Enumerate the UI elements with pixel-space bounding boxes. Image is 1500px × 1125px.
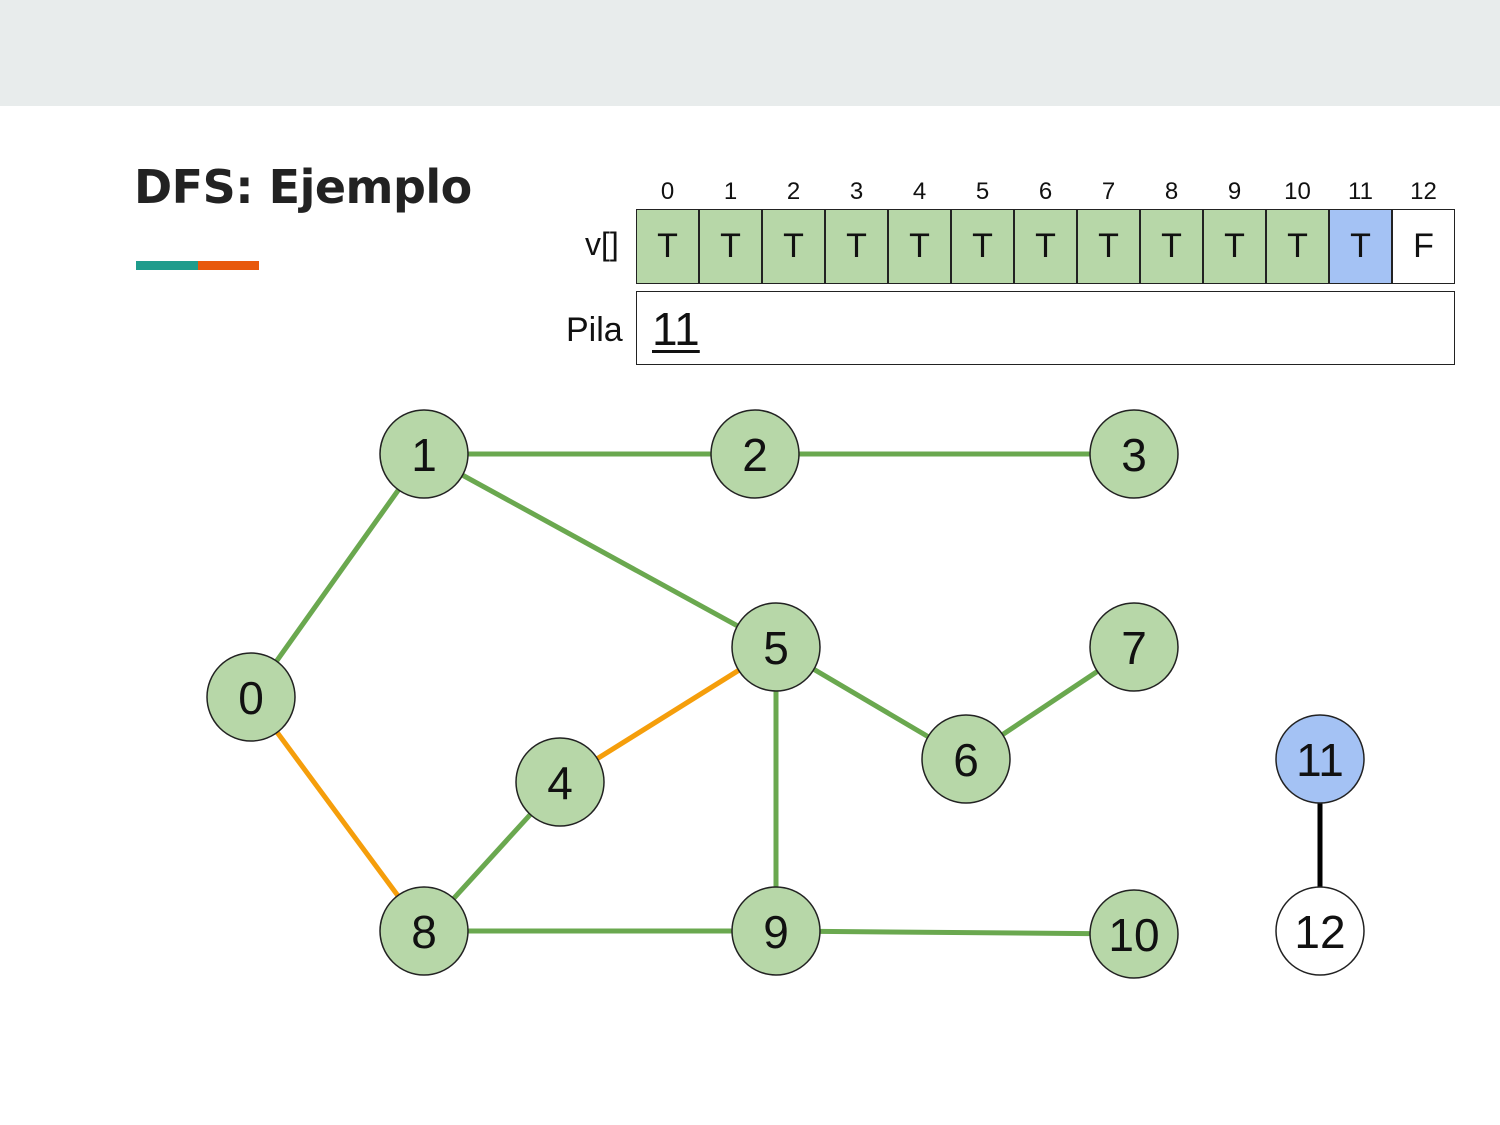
node-circle bbox=[1089, 409, 1179, 499]
visited-cell: T bbox=[1140, 209, 1203, 284]
visited-index: 2 bbox=[786, 178, 801, 205]
visited-cell: F bbox=[1392, 209, 1455, 284]
node-label: 3 bbox=[1121, 429, 1147, 481]
node-circle bbox=[206, 652, 296, 742]
edge-1-0 bbox=[248, 452, 427, 699]
visited-cell: T bbox=[699, 209, 762, 284]
node-8: 8 bbox=[379, 886, 469, 976]
node-circle bbox=[1089, 889, 1179, 979]
node-circle bbox=[731, 602, 821, 692]
node-label: 8 bbox=[411, 906, 437, 958]
title-accent-teal bbox=[136, 261, 198, 270]
node-1: 1 bbox=[379, 409, 469, 499]
visited-cell: T bbox=[825, 209, 888, 284]
visited-index: 5 bbox=[975, 178, 990, 205]
title-accent-orange bbox=[198, 261, 259, 270]
node-circle bbox=[515, 737, 605, 827]
node-label: 11 bbox=[1296, 734, 1344, 786]
node-circle bbox=[921, 714, 1011, 804]
visited-cell: T bbox=[636, 209, 699, 284]
node-9: 9 bbox=[731, 886, 821, 976]
node-circle bbox=[379, 409, 469, 499]
graph-edges bbox=[248, 451, 1323, 937]
header-band bbox=[0, 0, 1500, 106]
node-label: 12 bbox=[1294, 906, 1345, 958]
edge-1-5 bbox=[422, 451, 778, 650]
node-6: 6 bbox=[921, 714, 1011, 804]
visited-index: 9 bbox=[1227, 178, 1242, 205]
node-circle bbox=[379, 886, 469, 976]
node-label: 9 bbox=[763, 906, 789, 958]
visited-index: 0 bbox=[660, 178, 675, 205]
node-label: 1 bbox=[411, 429, 437, 481]
visited-cell: T bbox=[1266, 209, 1329, 284]
visited-index: 11 bbox=[1348, 178, 1373, 205]
node-label: 4 bbox=[547, 757, 573, 809]
node-label: 2 bbox=[742, 429, 768, 481]
stack-box: 11 bbox=[636, 291, 1455, 365]
node-label: 10 bbox=[1108, 909, 1159, 961]
visited-index: 8 bbox=[1164, 178, 1179, 205]
node-label: 5 bbox=[763, 622, 789, 674]
node-circle bbox=[1275, 886, 1365, 976]
node-label: 7 bbox=[1121, 622, 1147, 674]
node-12: 12 bbox=[1275, 886, 1365, 976]
stack-label: Pila bbox=[566, 311, 623, 349]
node-label: 0 bbox=[238, 672, 264, 724]
node-5: 5 bbox=[731, 602, 821, 692]
node-4: 4 bbox=[515, 737, 605, 827]
slide-title: DFS: Ejemplo bbox=[134, 160, 472, 214]
visited-index: 1 bbox=[723, 178, 738, 205]
visited-cell: T bbox=[951, 209, 1014, 284]
edge-9-10 bbox=[775, 928, 1135, 937]
node-circle bbox=[1275, 714, 1365, 804]
visited-cell: T bbox=[1077, 209, 1140, 284]
visited-index: 12 bbox=[1410, 178, 1437, 205]
stack-item: 11 bbox=[652, 303, 700, 355]
visited-cell: T bbox=[1014, 209, 1077, 284]
visited-array-label: v[] bbox=[585, 226, 619, 262]
node-10: 10 bbox=[1089, 889, 1179, 979]
visited-index: 3 bbox=[849, 178, 864, 205]
visited-index: 10 bbox=[1284, 178, 1311, 205]
node-2: 2 bbox=[710, 409, 800, 499]
visited-cell: T bbox=[762, 209, 825, 284]
visited-index: 7 bbox=[1101, 178, 1116, 205]
visited-cell: T bbox=[1203, 209, 1266, 284]
node-label: 6 bbox=[953, 734, 979, 786]
visited-index: 6 bbox=[1038, 178, 1053, 205]
visited-index: 4 bbox=[912, 178, 927, 205]
node-7: 7 bbox=[1089, 602, 1179, 692]
node-circle bbox=[710, 409, 800, 499]
node-circle bbox=[1089, 602, 1179, 692]
node-3: 3 bbox=[1089, 409, 1179, 499]
visited-cell: T bbox=[888, 209, 951, 284]
node-circle bbox=[731, 886, 821, 976]
edge-0-8 bbox=[248, 695, 427, 933]
visited-cell: T bbox=[1329, 209, 1392, 284]
node-0: 0 bbox=[206, 652, 296, 742]
node-11: 11 bbox=[1275, 714, 1365, 804]
